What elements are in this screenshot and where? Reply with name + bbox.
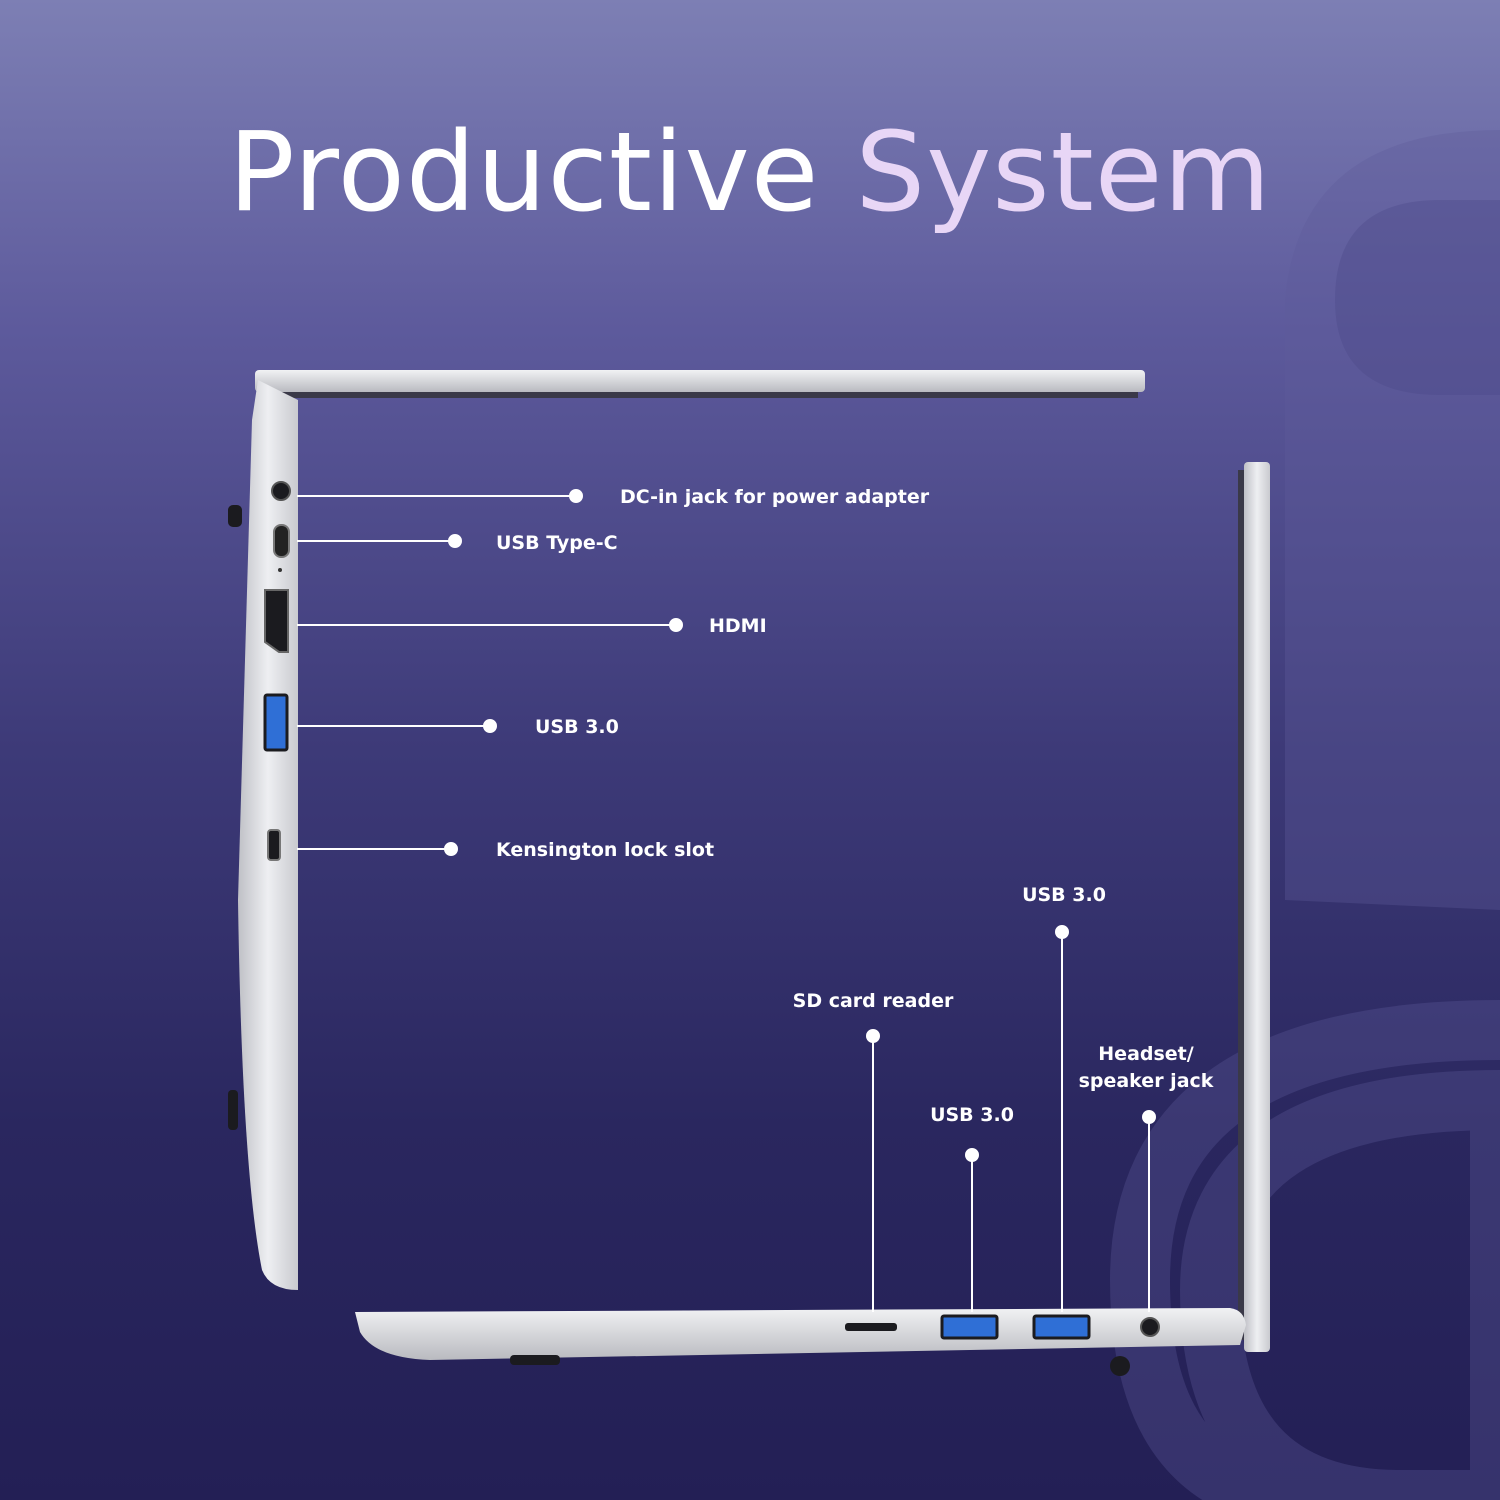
- label-headset-jack: Headset/ speaker jack: [1066, 1041, 1226, 1095]
- label-hdmi: HDMI: [709, 615, 767, 637]
- usb3-left-port: [263, 693, 289, 752]
- dc-in-jack-port: [271, 481, 291, 501]
- label-headset-line2: speaker jack: [1078, 1070, 1214, 1092]
- label-dc-in-jack: DC-in jack for power adapter: [620, 486, 930, 508]
- label-usb3-right-a: USB 3.0: [930, 1104, 1014, 1126]
- usb-c-port: [273, 524, 290, 558]
- headset-jack-port: [1140, 1317, 1160, 1337]
- label-sd-card-reader: SD card reader: [792, 990, 954, 1012]
- title-word-system: System: [855, 108, 1272, 236]
- usb3-right-port-b: [1032, 1314, 1091, 1340]
- hdmi-port: [264, 589, 289, 653]
- label-usb3-left: USB 3.0: [535, 716, 619, 738]
- right-laptop-lid: [1238, 462, 1270, 1352]
- label-kensington-lock: Kensington lock slot: [496, 839, 715, 861]
- label-headset-line1: Headset/: [1098, 1043, 1194, 1065]
- title-word-productive: Productive: [228, 108, 820, 236]
- right-callout-lines: [866, 925, 1156, 1312]
- left-callout-lines: [297, 489, 683, 856]
- sd-card-slot: [845, 1323, 897, 1331]
- right-laptop-base: [355, 1308, 1246, 1376]
- label-usb-type-c: USB Type-C: [496, 532, 618, 554]
- kensington-slot: [267, 829, 281, 861]
- label-usb3-right-b: USB 3.0: [1022, 884, 1106, 906]
- page-title: Productive System: [0, 108, 1500, 236]
- left-laptop-lid: [255, 370, 1145, 398]
- usb3-right-port-a: [940, 1314, 999, 1340]
